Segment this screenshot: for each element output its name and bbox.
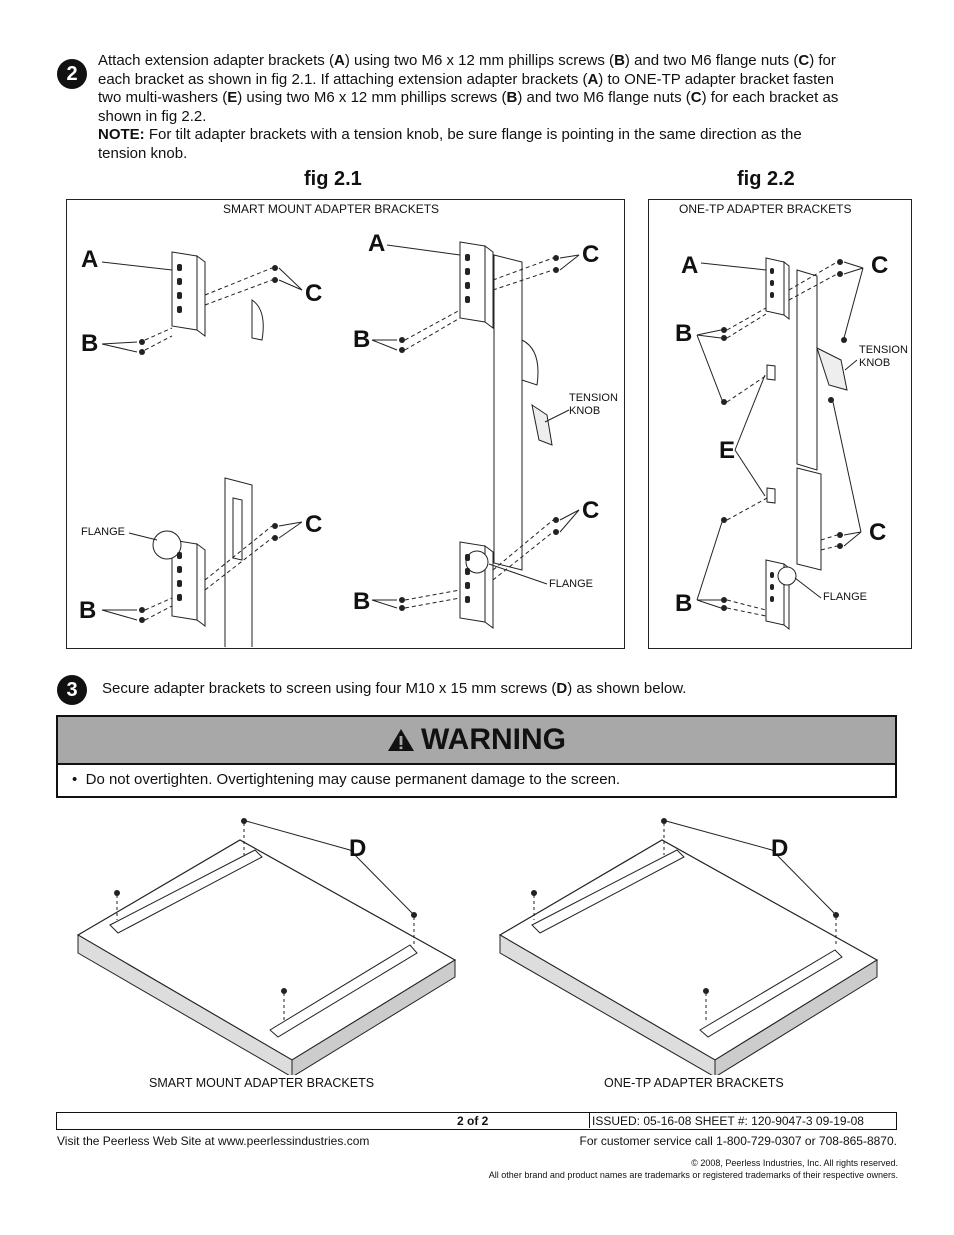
left-screen-caption: SMART MOUNT ADAPTER BRACKETS [149,1076,375,1090]
warning-bullet: • [72,771,78,788]
fig-2-1-label-c-right-top: C [582,241,600,268]
fig-2-1-label-c-left-top: C [305,280,323,307]
fig-2-1-title: fig 2.1 [304,168,362,190]
fig-2-1-label-c-right-bottom: C [582,497,600,524]
right-screen-drawing [498,818,879,1075]
step-2-line-3: two multi-washers (E) using two M6 x 12 … [98,89,839,107]
fig-2-1-label-c-left-bottom: C [305,511,323,538]
copyright-text: © 2008, Peerless Industries, Inc. All ri… [691,1158,898,1168]
fig-2-2-label-e: E [719,437,736,464]
step-3-badge: 3 [57,675,87,705]
step-2-note-cont: tension knob. [98,144,188,162]
fig-2-1-label-a-left: A [81,246,99,273]
fig-2-1-box: SMART MOUNT ADAPTER BRACKETS A B C A B C… [66,199,625,649]
fig-2-1-flange-left: FLANGE [81,526,126,538]
page-number: 2 of 2 [457,1114,489,1128]
warning-title: WARNING [421,723,566,756]
step-2-instructions: Attach extension adapter brackets (A) us… [98,52,898,164]
fig-2-2-label-c-bottom: C [869,519,887,546]
left-screen-drawing [76,818,457,1075]
fig-2-2-title: fig 2.2 [737,168,795,190]
fig-2-2-drawing [696,257,864,631]
step-2-line-4: shown in fig 2.2. [98,107,207,125]
fig-2-2-caption: ONE-TP ADAPTER BRACKETS [679,202,852,216]
footer-bar: 2 of 2 ISSUED: 05-16-08 SHEET #: 120-904… [56,1112,897,1130]
fig-2-1-label-b-right: B [353,326,371,353]
issued-info: ISSUED: 05-16-08 SHEET #: 120-9047-3 09-… [592,1114,864,1128]
website-text: Visit the Peerless Web Site at www.peerl… [57,1134,370,1148]
warning-box: WARNING • Do not overtighten. Overtighte… [56,715,897,798]
fig-2-2-label-a: A [681,252,699,279]
fig-2-1-drawing [101,241,580,647]
fig-2-2-box: ONE-TP ADAPTER BRACKETS A C B E C B TENS… [648,199,912,649]
warning-triangle-icon [388,729,414,751]
trademark-text: All other brand and product names are tr… [488,1170,898,1180]
step-2-line-2: each bracket as shown in fig 2.1. If att… [98,70,834,88]
fig-2-1-flange-right: FLANGE [549,578,594,590]
step-2-badge: 2 [57,59,87,89]
warning-header: WARNING [58,717,895,765]
step-number: 3 [66,678,78,701]
right-screen-caption: ONE-TP ADAPTER BRACKETS [604,1076,784,1090]
step-number: 2 [66,62,78,85]
fig-2-1-label-b-left-bottom: B [79,597,97,624]
screen-left-label-d: D [349,835,367,862]
footer-divider [589,1113,592,1128]
step-2-note: NOTE: For tilt adapter brackets with a t… [98,126,802,144]
screen-illustrations [76,818,879,1075]
fig-2-2-label-c-top: C [871,252,889,279]
fig-2-1-label-b-left: B [81,330,99,357]
screen-right-label-d: D [771,835,789,862]
customer-service-text: For customer service call 1-800-729-0307… [579,1134,897,1148]
fig-2-2-flange-label: FLANGE [823,591,868,603]
warning-text: Do not overtighten. Overtightening may c… [85,771,621,788]
step-2-line-1: Attach extension adapter brackets (A) us… [98,52,836,69]
fig-2-1-label-b-right-bottom: B [353,588,371,615]
warning-body: • Do not overtighten. Overtightening may… [58,765,895,788]
fig-2-2-label-b-top: B [675,320,693,347]
fig-2-2-label-b-bottom: B [675,590,693,617]
fig-2-1-label-a-right: A [368,230,386,257]
fig-2-1-caption: SMART MOUNT ADAPTER BRACKETS [223,202,440,216]
step-3-instructions: Secure adapter brackets to screen using … [102,680,687,697]
